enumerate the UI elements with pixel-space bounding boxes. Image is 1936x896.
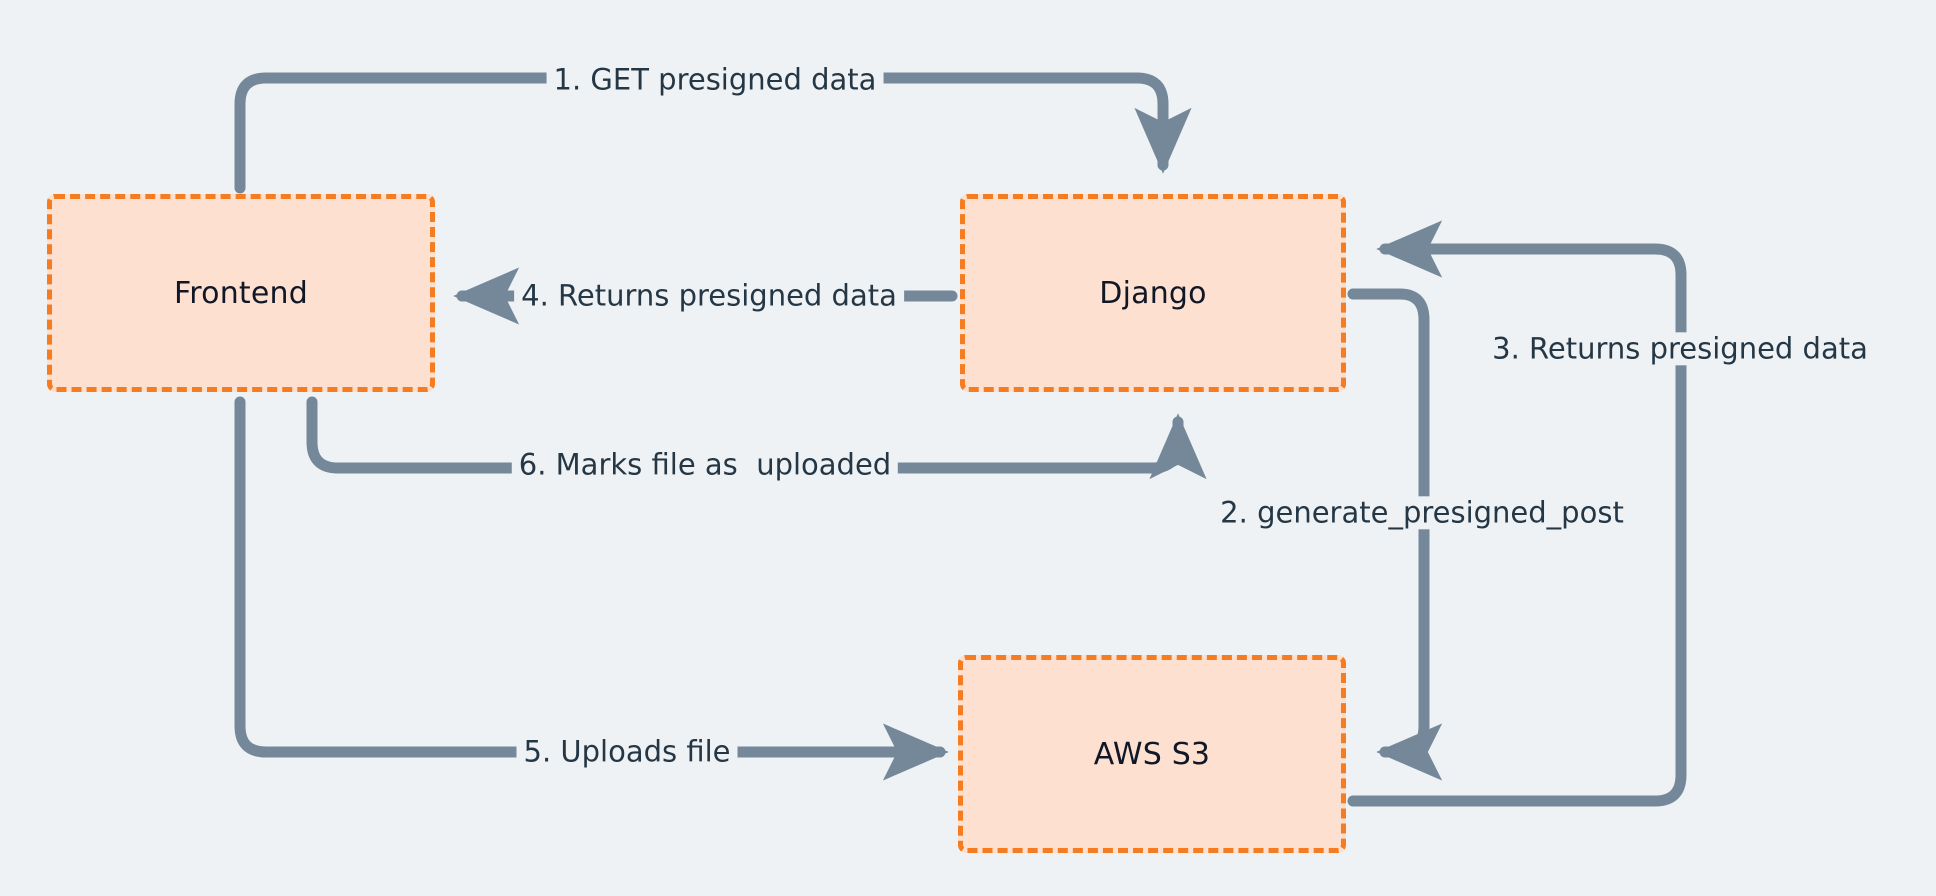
edge-label-step-3: 3. Returns presigned data <box>1485 331 1875 366</box>
node-aws-s3-label: AWS S3 <box>1093 736 1211 772</box>
node-frontend[interactable]: Frontend <box>47 194 435 392</box>
edge-label-step-1: 1. GET presigned data <box>546 62 884 97</box>
edge-label-step-2: 2. generate_presigned_post <box>1213 495 1631 530</box>
node-django-label: Django <box>1099 275 1207 311</box>
node-frontend-label: Frontend <box>174 275 308 311</box>
edge-label-step-5: 5. Uploads file <box>516 734 738 769</box>
node-aws-s3[interactable]: AWS S3 <box>958 655 1346 853</box>
edge-label-step-6: 6. Marks file as uploaded <box>511 447 899 482</box>
connector-step-5 <box>234 396 949 781</box>
node-django[interactable]: Django <box>960 194 1346 392</box>
edge-label-step-4: 4. Returns presigned data <box>514 278 904 313</box>
connector-step-3 <box>1347 220 1687 807</box>
